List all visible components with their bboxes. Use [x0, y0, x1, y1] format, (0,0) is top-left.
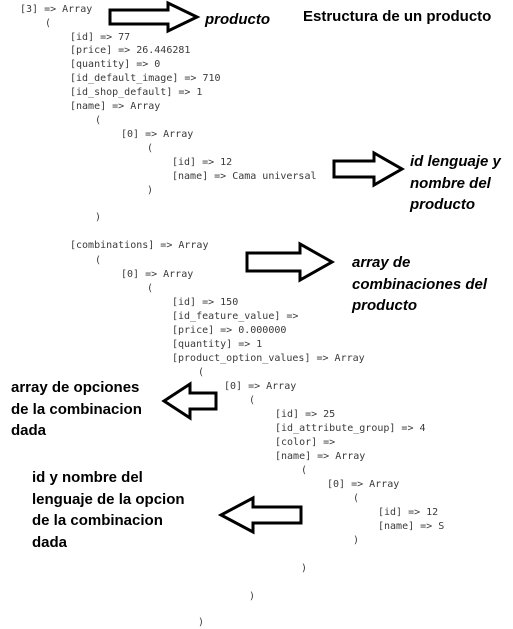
- code-line: ): [147, 185, 154, 196]
- code-line: [0] => Array: [121, 269, 194, 280]
- code-line: [id] => 25: [275, 409, 336, 420]
- note-combinations: array de combinaciones del producto: [352, 252, 487, 317]
- note-line: producto: [352, 297, 417, 314]
- arrow-right-icon: [245, 241, 336, 283]
- note-line: array de: [352, 254, 411, 271]
- code-line: [id_default_image] => 710: [70, 73, 221, 84]
- code-line: [color] =>: [275, 437, 336, 448]
- code-line: [name] => Array: [70, 101, 161, 112]
- code-line: [price] => 0.000000: [172, 325, 287, 336]
- note-producto: producto: [205, 11, 270, 28]
- code-line: [0] => Array: [121, 129, 194, 140]
- code-line: [name] => Array: [275, 451, 366, 462]
- code-line: (: [147, 283, 154, 294]
- code-line: [quantity] => 0: [70, 59, 161, 70]
- code-line: [combinations] => Array: [70, 240, 209, 251]
- note-line: producto: [410, 196, 475, 213]
- arrow-left-icon: [217, 495, 303, 535]
- note-option-lang: id y nombre del lenguaje de la opcion de…: [32, 467, 185, 553]
- note-options: array de opciones de la combinacion dada: [11, 377, 142, 442]
- code-line: [id] => 12: [172, 157, 233, 168]
- note-line: de la combinacion: [32, 512, 163, 529]
- code-line: [id] => 150: [172, 297, 239, 308]
- code-line: ): [198, 617, 205, 628]
- arrow-right-icon: [108, 0, 201, 34]
- arrow-left-icon: [161, 381, 218, 421]
- code-line: (: [95, 115, 102, 126]
- note-line: id y nombre del: [32, 469, 143, 486]
- code-line: [3] => Array: [20, 4, 93, 15]
- note-line: de la combinacion: [11, 400, 142, 418]
- code-line: (: [95, 255, 102, 266]
- code-line: (: [45, 18, 52, 29]
- code-line: ): [249, 591, 256, 602]
- code-line: [price] => 26.446281: [70, 45, 191, 56]
- note-line: dada: [32, 533, 68, 551]
- code-line: [product_option_values] => Array: [172, 353, 365, 364]
- code-line: [id_feature_value] =>: [172, 311, 299, 322]
- code-line: [quantity] => 1: [172, 339, 263, 350]
- note-line: lenguaje de la opcion: [32, 490, 185, 508]
- note-line: combinaciones del: [352, 275, 488, 293]
- code-line: ): [95, 212, 102, 223]
- code-line: (: [147, 143, 154, 154]
- code-line: [name] => S: [378, 521, 445, 532]
- code-line: [id] => 77: [70, 32, 131, 43]
- code-line: [name] => Cama universal: [172, 171, 317, 182]
- note-lang-name: id lenguaje y nombre del producto: [410, 151, 501, 216]
- code-line: [id_shop_default] => 1: [70, 87, 203, 98]
- note-line: array de opciones: [11, 379, 140, 396]
- note-line: nombre del: [410, 174, 491, 192]
- arrow-right-icon: [332, 150, 406, 188]
- note-line: id lenguaje y: [410, 153, 501, 170]
- note-line: dada: [11, 422, 47, 439]
- code-line: [0] => Array: [224, 381, 297, 392]
- code-line: [id_attribute_group] => 4: [275, 423, 426, 434]
- code-line: (: [198, 367, 205, 378]
- code-line: [0] => Array: [327, 479, 400, 490]
- code-line: (: [301, 465, 308, 476]
- code-line: ): [301, 563, 308, 574]
- code-line: [id] => 12: [378, 507, 439, 518]
- diagram-title: Estructura de un producto: [303, 8, 492, 25]
- code-line: (: [353, 493, 360, 504]
- code-line: ): [353, 535, 360, 546]
- code-line: (: [249, 395, 256, 406]
